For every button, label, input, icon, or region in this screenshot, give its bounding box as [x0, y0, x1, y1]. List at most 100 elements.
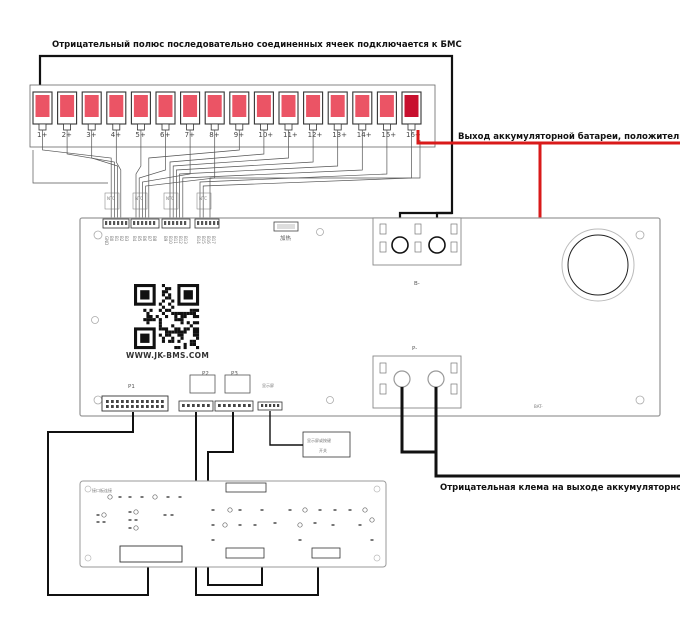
cell-terminal	[38, 123, 47, 131]
board-component	[333, 509, 337, 511]
port-p3-label: P3	[231, 371, 238, 377]
bms-board	[79, 217, 661, 417]
board-component	[133, 525, 139, 531]
port-pin	[277, 404, 280, 407]
board-component	[288, 509, 292, 511]
qr-module	[161, 311, 165, 315]
qr-module	[189, 339, 193, 343]
cell-terminal	[210, 123, 219, 131]
qr-module	[161, 336, 165, 340]
cell-10: 10+	[253, 91, 274, 139]
connector-pin	[125, 221, 128, 225]
board-component	[273, 522, 277, 524]
port-pin	[121, 405, 124, 408]
port-pin	[197, 404, 200, 407]
qr-module	[168, 296, 172, 300]
qr-module	[171, 336, 175, 340]
port-pin	[106, 400, 109, 403]
qr-module	[180, 311, 184, 315]
connector-pin	[109, 221, 112, 225]
p-minus-label: P-	[412, 346, 417, 352]
cell-terminal	[407, 123, 416, 131]
port-pin	[156, 400, 159, 403]
cells-group: 1+2+3+4+5+6+7+8+9+10+11+12+13+14+15+16+	[32, 91, 422, 139]
cell-fill	[158, 95, 173, 117]
port-pin	[151, 405, 154, 408]
balance-pin-label: B14	[196, 236, 201, 244]
cell-fill	[256, 95, 271, 117]
qr-module	[143, 318, 147, 322]
qr-module	[161, 339, 165, 343]
qr-code	[132, 282, 202, 352]
board-component	[96, 521, 100, 523]
qr-module	[180, 333, 184, 337]
cell-terminal	[63, 123, 71, 131]
port-pin	[116, 405, 119, 408]
b-minus-bolt-left	[391, 236, 409, 254]
qr-module	[149, 318, 153, 322]
cell-15: 15+	[376, 91, 397, 139]
qr-module	[165, 290, 169, 294]
port-pin	[111, 400, 114, 403]
interface-mid-connector	[225, 547, 265, 559]
qr-module	[168, 293, 172, 297]
port-pin	[192, 404, 195, 407]
port-pin	[106, 405, 109, 408]
b-minus-bolt-right	[428, 236, 446, 254]
cell-terminal	[358, 123, 367, 131]
cell-13: 13+	[327, 91, 348, 139]
port-p1	[101, 395, 169, 412]
connector-pin	[121, 221, 124, 225]
cell-terminal	[309, 123, 318, 131]
board-component	[238, 509, 242, 511]
qr-module	[146, 321, 150, 325]
qr-module	[155, 315, 159, 319]
connector-pin	[145, 221, 148, 225]
port-pin	[151, 400, 154, 403]
qr-module	[180, 315, 184, 319]
ntc-sensor	[132, 192, 148, 210]
connector-pin	[141, 221, 144, 225]
qr-module	[158, 302, 162, 306]
balance-pin-label: B0	[109, 236, 114, 242]
ntc-label: NTC	[166, 196, 174, 201]
cell-fill	[330, 95, 345, 117]
qr-finder-eye	[140, 290, 150, 300]
qr-module	[165, 333, 169, 337]
qr-module	[192, 311, 196, 315]
qr-module	[165, 330, 169, 334]
b-minus-pads	[379, 223, 458, 253]
port-pin	[121, 400, 124, 403]
port-p3-housing	[224, 374, 251, 394]
display-switch-line2: 开关	[319, 447, 327, 453]
qr-module	[158, 308, 162, 312]
positive-annotation: Выход аккумуляторной батареи, положитель…	[458, 131, 680, 142]
qr-module	[168, 308, 172, 312]
cell-terminal	[382, 123, 391, 131]
qr-module	[196, 333, 200, 337]
qr-module	[168, 339, 172, 343]
board-component	[211, 524, 215, 526]
board-component	[227, 507, 233, 513]
balance-wire	[135, 130, 142, 220]
qr-module	[183, 330, 187, 334]
port-pin	[161, 405, 164, 408]
port-pin	[269, 404, 272, 407]
port-pin	[126, 405, 129, 408]
board-component	[238, 524, 242, 526]
qr-module	[161, 290, 165, 294]
port-pin	[182, 404, 185, 407]
port-p2-label: P2	[202, 371, 209, 377]
qr-module	[189, 311, 193, 315]
balance-pin-label: B2	[119, 236, 124, 242]
qr-finder-eye	[140, 333, 150, 343]
cell-terminal	[259, 123, 268, 131]
board-component	[211, 539, 215, 541]
port-pin	[228, 404, 231, 407]
board-component	[178, 496, 182, 498]
qr-module	[196, 346, 200, 350]
balance-wire	[209, 140, 421, 220]
cell-fill	[183, 95, 198, 117]
connector-pin	[209, 221, 212, 225]
